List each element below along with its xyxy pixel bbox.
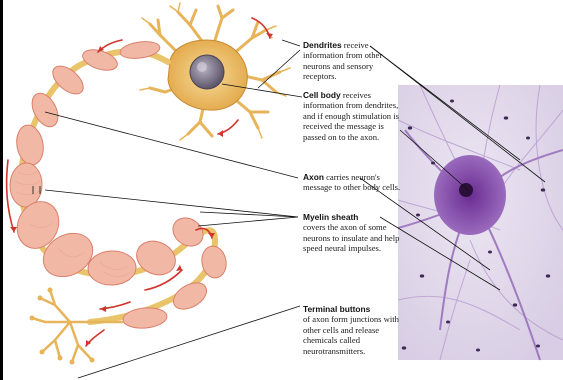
terminal-buttons-term: Terminal buttons [303,304,370,314]
axon-term: Axon [303,172,324,182]
cell-body-label: Cell body receives information from dend… [303,90,407,142]
terminal-buttons-description: of axon form junctions with other cells … [303,314,399,355]
dendrites-term: Dendrites [303,40,342,50]
myelin-sheath-description: covers the axon of some neurons to insul… [303,222,399,253]
axon-label: Axon carries neuron's message to other b… [303,172,407,193]
myelin-sheath-label: Myelin sheath covers the axon of some ne… [303,212,407,254]
terminal-buttons [32,290,122,362]
myelin-sheath-term: Myelin sheath [303,212,358,222]
cell-body-term: Cell body [303,90,341,100]
cell-body [168,40,247,110]
dendrites-label: Dendrites receive information from other… [303,40,407,82]
terminal-buttons-label: Terminal buttons of axon form junctions … [303,304,407,356]
